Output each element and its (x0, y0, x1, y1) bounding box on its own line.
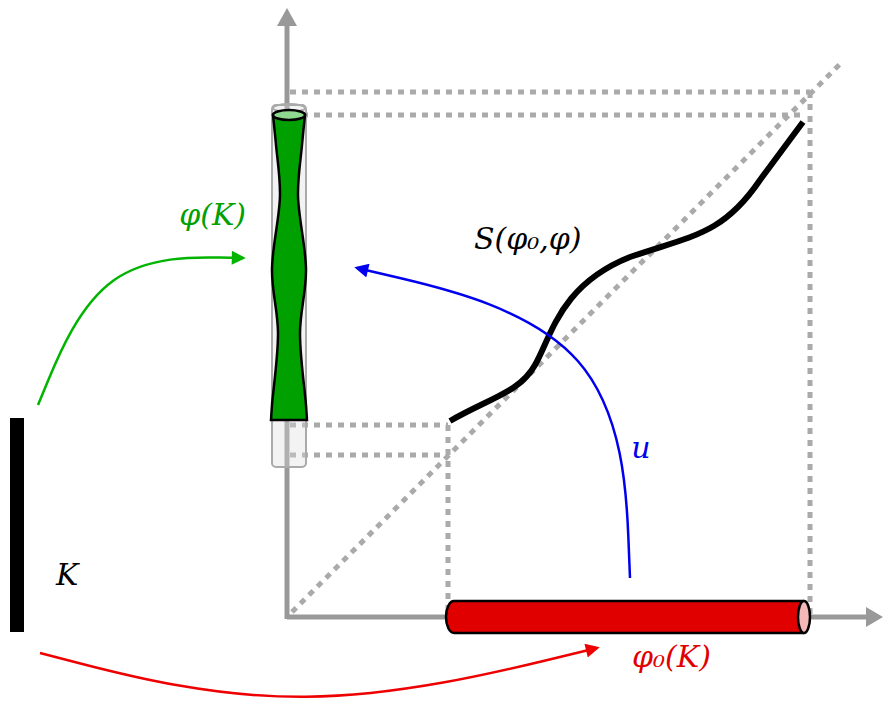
tube-rim (798, 601, 810, 633)
axis-arrowhead (277, 8, 297, 26)
tube-rim (273, 110, 305, 120)
compact-set-bar: K (10, 418, 24, 632)
tube-outline (268, 105, 310, 470)
guide-line (290, 423, 448, 428)
mapping-arrow (38, 257, 243, 405)
tube-body (446, 601, 804, 633)
axis-arrowhead (866, 607, 883, 627)
graph-curve (450, 122, 803, 421)
guide-line (290, 453, 448, 458)
mapping-arrow (40, 648, 597, 697)
tube-body (271, 115, 307, 420)
guide-line (808, 92, 813, 614)
tube-outline (440, 598, 812, 636)
guide-line (446, 425, 451, 614)
function-label: S(φ₀,φ) (474, 222, 582, 255)
mapping-arrow (357, 268, 630, 578)
set-label: φ(K) (179, 198, 246, 231)
guide-line (290, 113, 803, 118)
axes (277, 8, 883, 627)
set-label: K (56, 558, 78, 591)
image-tube: φ(K) (268, 105, 310, 470)
map-label: u (631, 431, 650, 464)
reference-tube: φ₀(K) (440, 598, 812, 636)
guide-line (290, 90, 810, 95)
diagonal-line (292, 62, 842, 612)
set-label: φ₀(K) (632, 640, 711, 673)
ghost-cylinder (272, 105, 306, 467)
dotted-guides (290, 62, 842, 614)
